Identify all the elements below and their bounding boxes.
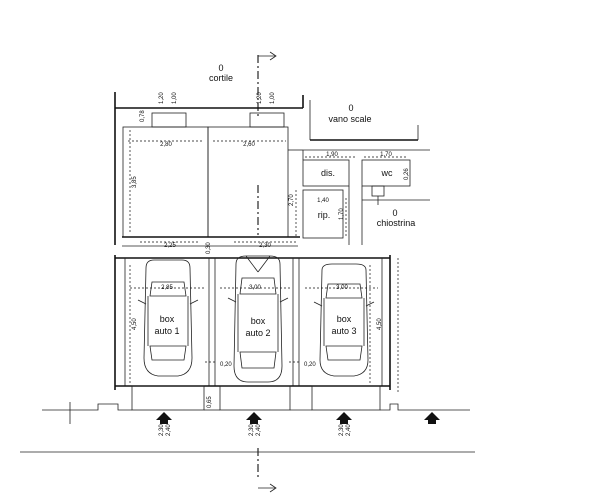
upper-walls [114, 92, 304, 247]
dim-0-20-b: 0,20 [304, 362, 316, 368]
dim-3-00-a: 3,00 [249, 285, 261, 291]
dim-1-40: 1,40 [317, 198, 329, 204]
dim-2-25: 2,25 [164, 243, 176, 249]
cortile-label: cortile [209, 73, 233, 83]
dim-1-90: 1,90 [326, 152, 338, 158]
car-1 [137, 259, 199, 377]
stair-walls [303, 100, 430, 151]
dim-0-20-a: 0,20 [220, 362, 232, 368]
elev-2-40-c: 2,40 [346, 424, 352, 436]
dim-1-00-b: 1,00 [270, 92, 276, 104]
dim-4-50-b: 4,50 [377, 318, 383, 330]
elev-2-40-b: 2,40 [256, 424, 262, 436]
box2-sublabel: auto 2 [245, 328, 270, 338]
dim-0-30: 0,30 [206, 242, 212, 254]
car-2 [227, 255, 289, 383]
dim-1-70-v: 1,70 [339, 208, 345, 220]
dis-label: dis. [321, 168, 335, 178]
elev-2-40-a: 2,40 [166, 424, 172, 436]
dim-1-20-a: 1,20 [159, 92, 165, 104]
box1-sublabel: auto 1 [154, 326, 179, 336]
dim-1-00-a: 1,00 [172, 92, 178, 104]
box3-sublabel: auto 3 [331, 326, 356, 336]
cortile-level: 0 [218, 63, 223, 73]
dim-2-85: 2,85 [161, 285, 173, 291]
wc-label: wc [381, 168, 393, 178]
vano-scale-label: vano scale [328, 114, 371, 124]
dim-2-80: 2,80 [160, 142, 172, 148]
dimension-lines [128, 130, 408, 383]
garage [114, 255, 399, 411]
chiostrina-level: 0 [392, 208, 397, 218]
service-rooms [302, 159, 430, 245]
box3-label: box [337, 314, 352, 324]
box2-label: box [251, 316, 266, 326]
box1-label: box [160, 314, 175, 324]
elev-2-30-b: 2,30 [249, 424, 255, 436]
dim-1-20-b: 1,20 [257, 92, 263, 104]
dim-0-26: 0,26 [404, 168, 410, 180]
street-lines [20, 402, 475, 453]
dim-2-70: 2,70 [289, 194, 295, 206]
dim-3-00-b: 3,00 [336, 285, 348, 291]
dim-1-70: 1,70 [380, 152, 392, 158]
dim-4-50-a: 4,50 [132, 318, 138, 330]
chiostrina-label: chiostrina [377, 218, 416, 228]
dim-2-30: 2,30 [259, 243, 271, 249]
dim-0-65: 0,65 [207, 396, 213, 408]
rip-label: rip. [318, 210, 331, 220]
dim-3-85: 3,85 [132, 176, 138, 188]
dim-2-60: 2,60 [243, 142, 255, 148]
vano-scale-level: 0 [348, 103, 353, 113]
elev-2-30-a: 2,30 [159, 424, 165, 436]
car-3 [313, 263, 375, 377]
entrance-arrows [156, 412, 440, 424]
dim-0-78: 0,78 [140, 110, 146, 122]
elev-2-30-c: 2,30 [339, 424, 345, 436]
